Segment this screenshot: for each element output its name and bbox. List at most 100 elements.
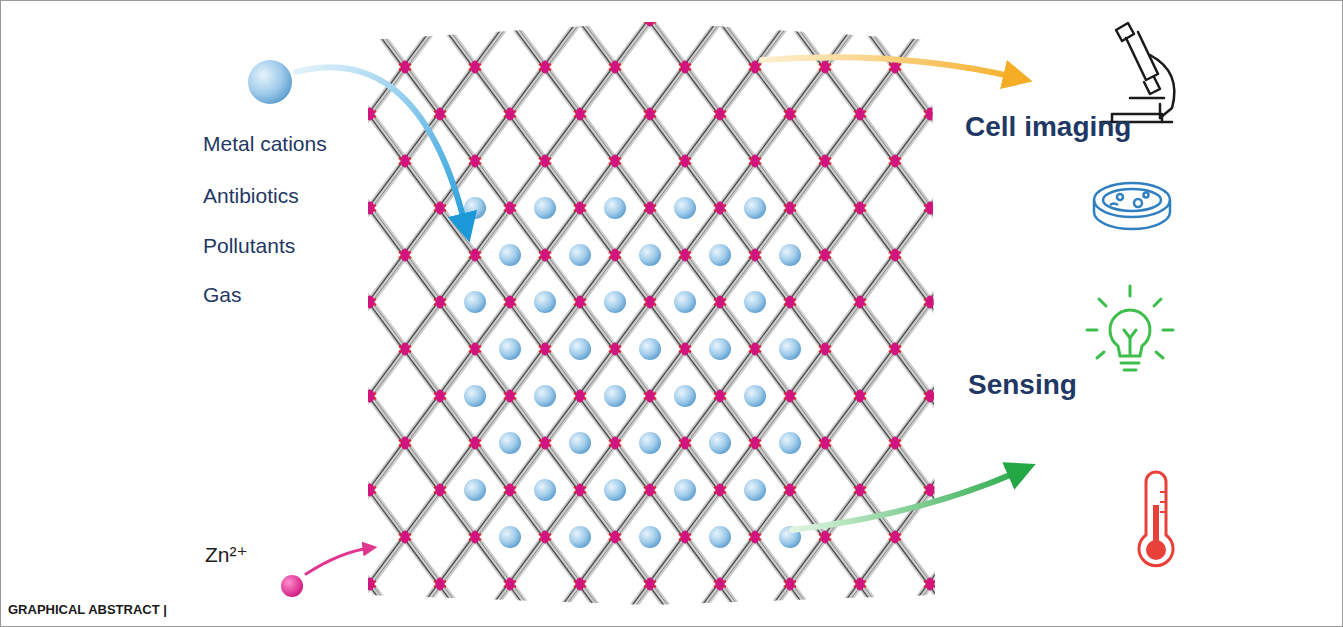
linker-rod — [1000, 208, 1035, 255]
ion-label: Zn²⁺ — [205, 543, 248, 567]
linker-bond — [858, 302, 893, 349]
thermometer-icon — [1139, 472, 1173, 566]
linker-bond — [407, 255, 442, 302]
zinc-node — [926, 390, 935, 403]
linker-bond — [473, 114, 508, 161]
linker-bond — [582, 0, 617, 20]
linker-bond — [442, 20, 477, 67]
guest-sphere — [639, 338, 661, 360]
linker-bond — [648, 67, 683, 114]
linker-bond — [862, 114, 897, 161]
zinc-node — [541, 625, 550, 627]
linker-rod — [965, 20, 1000, 67]
linker-bond — [372, 255, 407, 302]
zinc-node — [821, 249, 830, 262]
zinc-node — [646, 108, 655, 121]
linker-bond — [477, 0, 512, 20]
guest-sphere — [709, 526, 731, 548]
linker-rod — [965, 537, 1000, 584]
zinc-node — [611, 61, 620, 74]
carboxylate-bond — [959, 534, 971, 540]
carboxylate-bond — [994, 17, 1006, 23]
zinc-node — [961, 437, 970, 450]
linker-rod — [650, 584, 685, 627]
linker-bond — [932, 584, 967, 627]
linker-bond — [998, 20, 1033, 67]
zinc-node — [611, 249, 620, 262]
linker-bond — [827, 396, 862, 443]
zinc-node — [681, 531, 690, 544]
linker-bond — [897, 584, 932, 627]
guest-sphere — [464, 197, 486, 219]
linker-bond — [333, 396, 368, 443]
zinc-node — [331, 343, 340, 356]
linker-bond — [963, 161, 998, 208]
linker-rod — [300, 302, 335, 349]
zinc-node — [436, 202, 445, 215]
guest-sphere — [499, 432, 521, 454]
linker-bond — [302, 255, 337, 302]
linker-rod — [405, 255, 440, 302]
linker-rod — [510, 584, 545, 627]
linker-bond — [862, 161, 897, 208]
linker-bond — [372, 490, 407, 537]
zinc-node — [856, 202, 865, 215]
guest-sphere — [709, 338, 731, 360]
linker-bond — [858, 443, 893, 490]
linker-bond — [827, 584, 862, 627]
guest-sphere — [604, 197, 626, 219]
linker-bond — [298, 20, 333, 67]
linker-rod — [860, 584, 895, 627]
linker-rod — [405, 490, 440, 537]
linker-bond — [858, 584, 893, 627]
zinc-node — [401, 249, 410, 262]
linker-bond — [442, 114, 477, 161]
linker-bond — [442, 584, 477, 627]
linker-rod — [335, 537, 370, 584]
linker-bond — [862, 67, 897, 114]
linker-bond — [998, 208, 1033, 255]
linker-bond — [827, 208, 862, 255]
linker-rod — [755, 584, 790, 627]
zinc-node — [541, 61, 550, 74]
linker-rod — [825, 443, 860, 490]
guest-sphere — [534, 197, 556, 219]
linker-bond — [827, 537, 862, 584]
linker-bond — [862, 208, 897, 255]
linker-bond — [337, 161, 372, 208]
linker-bond — [298, 255, 333, 302]
linker-bond — [333, 0, 368, 20]
guest-sphere — [779, 432, 801, 454]
linker-rod — [405, 302, 440, 349]
linker-rod — [510, 0, 545, 20]
linker-bond — [547, 114, 582, 161]
linker-rod — [335, 302, 370, 349]
carboxylate-bond — [854, 17, 866, 23]
zinc-node — [471, 531, 480, 544]
linker-bond — [858, 161, 893, 208]
zinc-node — [576, 578, 585, 591]
linker-rod — [580, 0, 615, 20]
linker-bond — [823, 161, 858, 208]
linker-rod — [860, 255, 895, 302]
linker-bond — [442, 0, 477, 20]
linker-bond — [298, 584, 333, 627]
linker-bond — [963, 20, 998, 67]
linker-bond — [403, 537, 438, 584]
zinc-node — [716, 14, 725, 27]
linker-rod — [335, 208, 370, 255]
linker-rod — [930, 302, 965, 349]
zinc-node — [471, 625, 480, 627]
linker-rod — [825, 584, 860, 627]
linker-bond — [368, 490, 403, 537]
linker-rod — [965, 490, 1000, 537]
linker-bond — [858, 114, 893, 161]
linker-bond — [473, 67, 508, 114]
linker-bond — [543, 0, 578, 20]
linker-bond — [617, 20, 652, 67]
linker-rod — [825, 396, 860, 443]
linker-rod — [475, 114, 510, 161]
linker-bond — [372, 302, 407, 349]
guest-sphere — [639, 244, 661, 266]
